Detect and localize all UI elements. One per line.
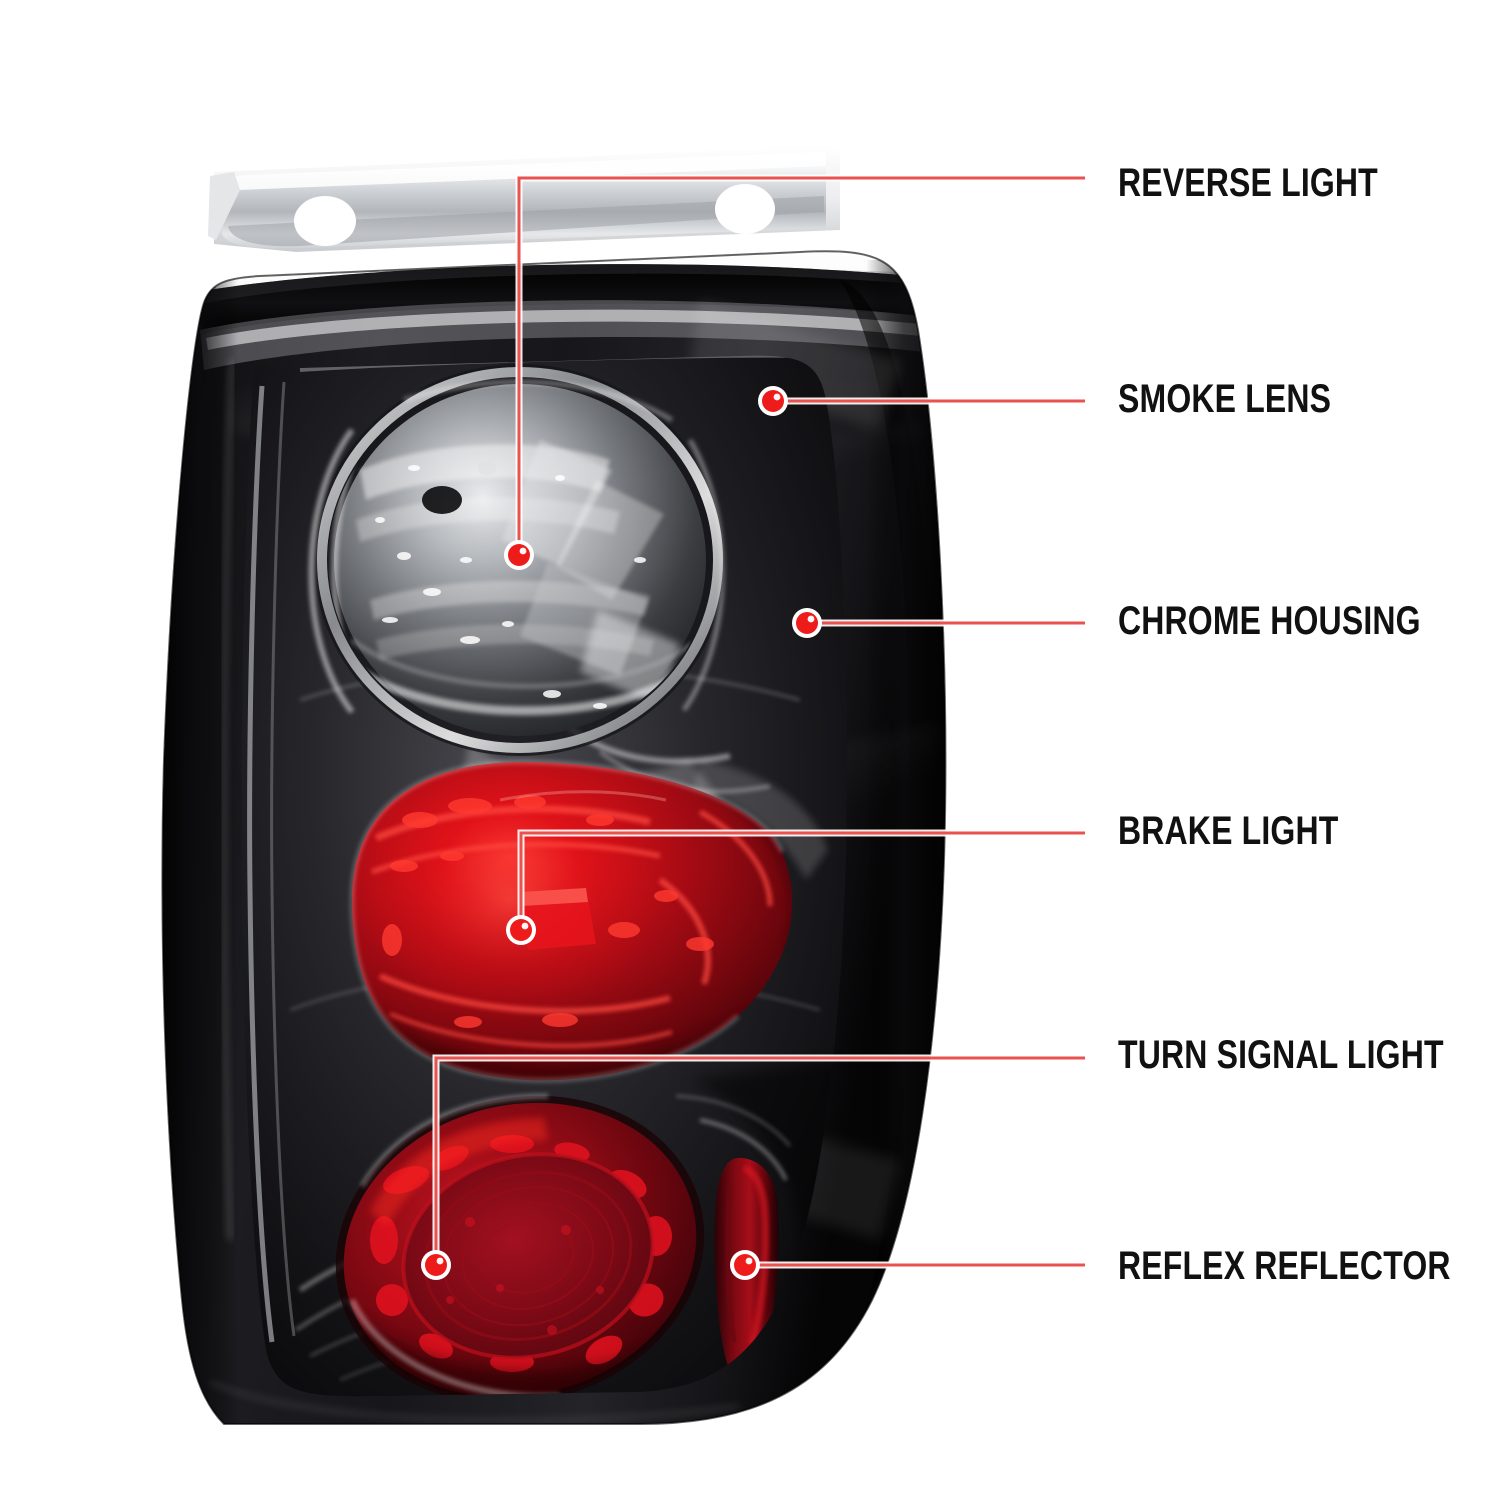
callout-dot-brake-light[interactable] xyxy=(506,915,536,945)
leader-line-brake-light xyxy=(519,831,1085,930)
leader-line-turn-signal-light xyxy=(434,1056,1085,1265)
callout-label-brake-light: BRAKE LIGHT xyxy=(1118,809,1339,853)
callout-label-reflex-reflector: REFLEX REFLECTOR xyxy=(1118,1244,1451,1288)
callout-dot-smoke-lens[interactable] xyxy=(758,386,788,416)
leader-line-reverse-light xyxy=(517,176,1085,555)
callout-leader-lines xyxy=(432,174,1085,1269)
callout-dots xyxy=(421,386,822,1280)
callout-label-smoke-lens: SMOKE LENS xyxy=(1118,377,1332,421)
brake-light-lens xyxy=(349,759,793,1083)
callout-label-reverse-light: REVERSE LIGHT xyxy=(1118,161,1378,205)
callout-dot-reverse-light[interactable] xyxy=(504,540,534,570)
callout-dot-chrome-housing[interactable] xyxy=(792,608,822,638)
callout-dot-turn-signal-light[interactable] xyxy=(421,1250,451,1280)
callout-dot-reflex-reflector[interactable] xyxy=(730,1250,760,1280)
chrome-mounting-bracket xyxy=(208,146,840,252)
callout-label-chrome-housing: CHROME HOUSING xyxy=(1118,599,1421,643)
callout-label-turn-signal-light: TURN SIGNAL LIGHT xyxy=(1118,1033,1444,1077)
